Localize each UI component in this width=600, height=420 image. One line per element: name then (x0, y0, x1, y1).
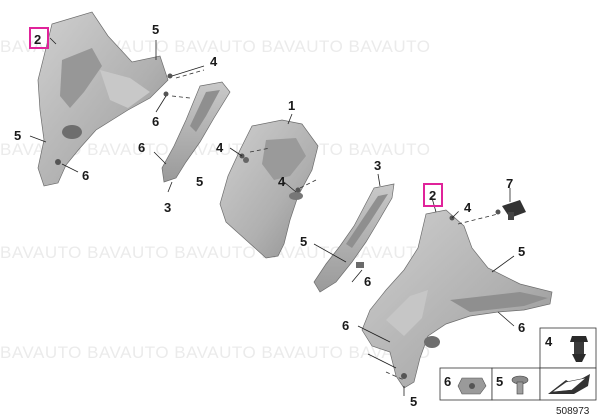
callout-5[interactable]: 5 (410, 394, 417, 409)
callout-labels: 2 5 4 6 5 6 1 6 5 4 4 3 3 7 2 4 5 5 6 6 … (14, 20, 525, 409)
callout-6[interactable]: 6 (82, 168, 89, 183)
callout-6[interactable]: 6 (342, 318, 349, 333)
legend-cell-4 (539, 327, 597, 369)
callout-5[interactable]: 5 (196, 174, 203, 189)
leader-lines (29, 37, 515, 396)
callout-2[interactable]: 2 (34, 32, 41, 47)
fastener-legend: 4 6 5 (439, 327, 597, 401)
screw-icon (511, 375, 529, 395)
diagram-number: 508973 (556, 406, 590, 417)
callout-3[interactable]: 3 (164, 200, 171, 215)
callout-7[interactable]: 7 (506, 176, 513, 191)
callout-5[interactable]: 5 (152, 22, 159, 37)
callout-6[interactable]: 6 (518, 320, 525, 335)
watermark-text: BAVAUTO BAVAUTO BAVAUTO BAVAUTO BAVAUTO (0, 343, 430, 362)
push-rivet-icon (570, 336, 588, 362)
legend-label-6: 6 (444, 374, 451, 389)
highlight-box (423, 183, 443, 207)
callout-6[interactable]: 6 (138, 140, 145, 155)
part-3-right-bracket[interactable] (313, 183, 395, 293)
part-1-center-cover[interactable] (219, 119, 319, 259)
callout-5[interactable]: 5 (300, 234, 307, 249)
callout-5[interactable]: 5 (14, 128, 21, 143)
callout-6[interactable]: 6 (152, 114, 159, 129)
part-2-lower-trim[interactable] (361, 209, 553, 389)
part-2-upper-trim[interactable] (37, 11, 169, 187)
callout-3[interactable]: 3 (374, 158, 381, 173)
direction-arrow-icon (548, 374, 590, 394)
assembly-dashed-lines (171, 69, 499, 381)
callout-4[interactable]: 4 (464, 200, 472, 215)
callout-6[interactable]: 6 (364, 274, 371, 289)
legend-cell-5 (491, 367, 541, 401)
highlight-box (29, 27, 49, 49)
callout-4[interactable]: 4 (278, 174, 286, 189)
clip-nut-icon (457, 377, 487, 395)
legend-label-5: 5 (496, 374, 503, 389)
callout-2[interactable]: 2 (429, 188, 436, 203)
part-7-clip[interactable] (502, 200, 526, 220)
part-3-left-bracket[interactable] (161, 81, 231, 183)
callout-5[interactable]: 5 (518, 244, 525, 259)
legend-label-4: 4 (545, 334, 553, 349)
callout-4[interactable]: 4 (210, 54, 218, 69)
callout-1[interactable]: 1 (288, 98, 295, 113)
watermark-text: BAVAUTO BAVAUTO BAVAUTO BAVAUTO BAVAUTO (0, 140, 430, 159)
callout-4[interactable]: 4 (216, 140, 224, 155)
watermark-text: BAVAUTO BAVAUTO BAVAUTO BAVAUTO BAVAUTO (0, 243, 430, 262)
